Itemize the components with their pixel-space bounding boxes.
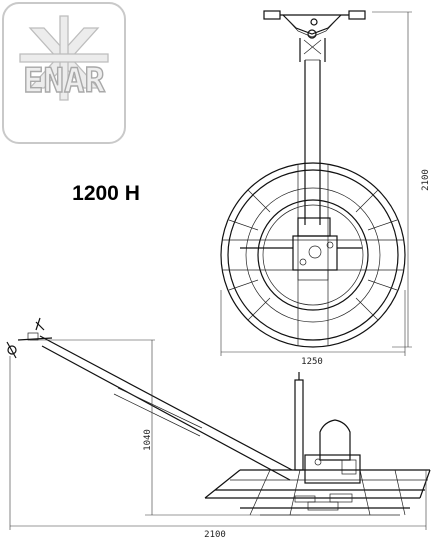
side-view-dimensions — [9, 339, 427, 530]
top-view-shaft — [304, 59, 321, 225]
enar-logo: ENAR — [2, 2, 126, 144]
dim-side-length: 2100 — [204, 530, 226, 539]
top-view-handle — [263, 10, 366, 62]
top-view-dimensions — [220, 11, 412, 356]
logo-cross-mark — [19, 15, 109, 101]
top-view-guard-ring — [220, 162, 406, 348]
dim-top-height: 2100 — [421, 169, 431, 191]
logo-text: ENAR — [23, 61, 105, 101]
side-view-engine — [294, 372, 361, 484]
top-view: 2100 1250 — [220, 10, 431, 367]
side-view-handle — [6, 317, 53, 359]
dim-top-width: 1250 — [301, 357, 323, 367]
top-view-engine — [240, 217, 362, 281]
model-title: 1200 H — [72, 182, 140, 205]
side-view-shaft — [39, 335, 293, 481]
side-view: 1040 2100 — [6, 317, 431, 539]
dim-side-height: 1040 — [143, 429, 153, 451]
side-view-blade-cage — [204, 469, 431, 516]
